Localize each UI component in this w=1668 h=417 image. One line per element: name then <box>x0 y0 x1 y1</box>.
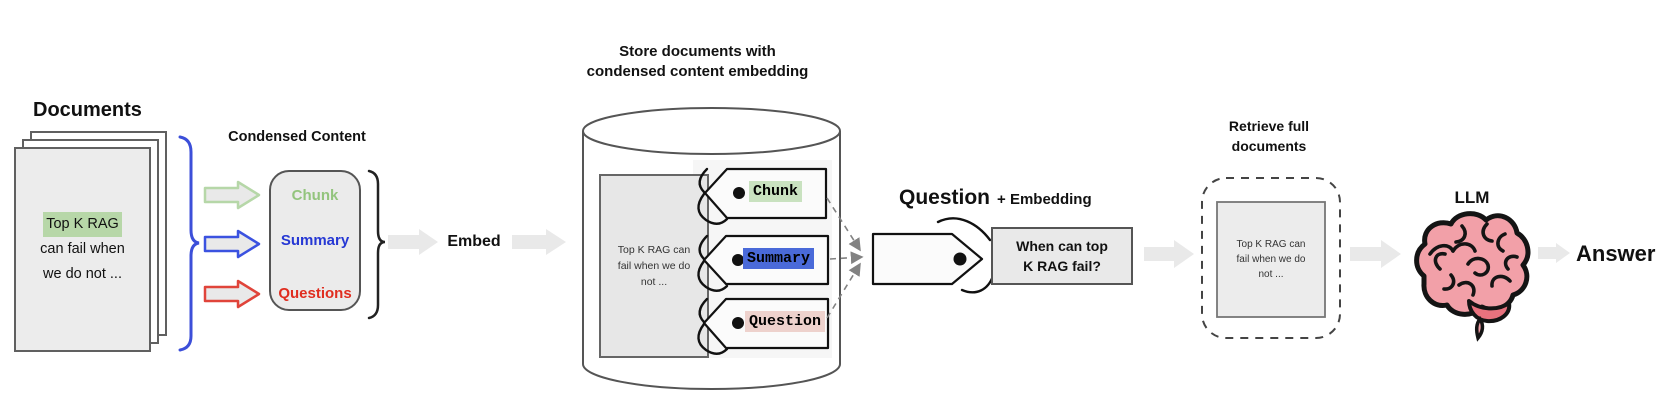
chunk-arrow <box>203 180 261 210</box>
question-tag-label: Question <box>745 311 826 332</box>
chunk-tag-hole <box>733 187 745 199</box>
chunk-tag-label: Chunk <box>749 181 803 202</box>
brain-folds <box>1428 222 1519 297</box>
answer-label: Answer <box>1576 241 1656 266</box>
query-tag <box>871 217 995 294</box>
embedding-match-lines <box>826 197 864 319</box>
summary-arrow <box>203 229 261 259</box>
query-tag-string <box>960 274 995 294</box>
flow-arrow-to-retrieve <box>1144 240 1194 268</box>
brain-cerebellum <box>1467 299 1512 324</box>
condensed-item-chunk: Chunk <box>291 187 339 204</box>
condensed-content-box <box>269 170 361 311</box>
query-box <box>991 227 1133 285</box>
retrieve-title: Retrieve full documents <box>1228 118 1310 154</box>
question-tag-hole <box>732 317 744 329</box>
condensed-brace <box>367 169 386 320</box>
brain-icon <box>1414 211 1531 342</box>
cylinder-top <box>582 107 841 155</box>
chunk-tag-string <box>698 167 709 194</box>
flow-arrow-to-llm <box>1350 240 1401 268</box>
document-page-front <box>14 147 151 352</box>
highlighted-phrase: Top K RAG <box>43 212 122 237</box>
question-title-main: Question <box>899 186 991 209</box>
document-page-text: Top K RAG can fail when we do not ... <box>15 148 150 351</box>
flow-arrow-to-database <box>512 229 566 255</box>
embed-label: Embed <box>447 233 501 250</box>
retrieved-document-text: Top K RAG can fail when we do not ... <box>1236 239 1306 280</box>
questions-arrow <box>203 279 261 309</box>
store-title: Store documents with condensed content e… <box>586 43 809 80</box>
flow-arrow-to-embed <box>388 229 438 255</box>
summary-tag-string <box>698 234 709 261</box>
brain-outline <box>1414 211 1531 317</box>
condensed-item-questions: Questions <box>278 285 352 302</box>
summary-tag-string <box>697 259 729 292</box>
query-tag-shape <box>871 232 984 286</box>
query-tag-hole <box>953 252 967 266</box>
summary-tag-label: Summary <box>743 248 815 269</box>
llm-label: LLM <box>1454 188 1490 207</box>
chunk-tag-string <box>697 192 729 225</box>
documents-stack <box>14 131 167 352</box>
query-tag-string <box>936 217 992 242</box>
question-tag-string <box>698 297 709 324</box>
documents-brace <box>178 135 200 352</box>
retrieved-document <box>1216 201 1326 318</box>
summary-tag-hole <box>732 254 744 266</box>
page-line-3: we do not ... <box>43 266 122 282</box>
question-title-suffix: + Embedding <box>997 191 1092 208</box>
dashed-line-summary <box>829 251 864 265</box>
question-embedding-title: Question + Embedding <box>899 186 1092 210</box>
flow-arrow-to-answer <box>1538 243 1570 263</box>
stored-document-text: Top K RAG can fail when we do not ... <box>617 244 691 288</box>
brain-stem <box>1474 316 1485 342</box>
condensed-content-label: Condensed Content <box>228 129 366 145</box>
retrieve-dashed-box <box>1201 177 1341 339</box>
condensed-item-summary: Summary <box>280 232 350 249</box>
documents-title: Documents <box>33 99 142 121</box>
query-box-text: When can top K RAG fail? <box>1016 238 1108 274</box>
page-line-2: can fail when <box>40 241 125 257</box>
stored-document <box>599 174 709 358</box>
question-tag-string <box>697 322 729 355</box>
